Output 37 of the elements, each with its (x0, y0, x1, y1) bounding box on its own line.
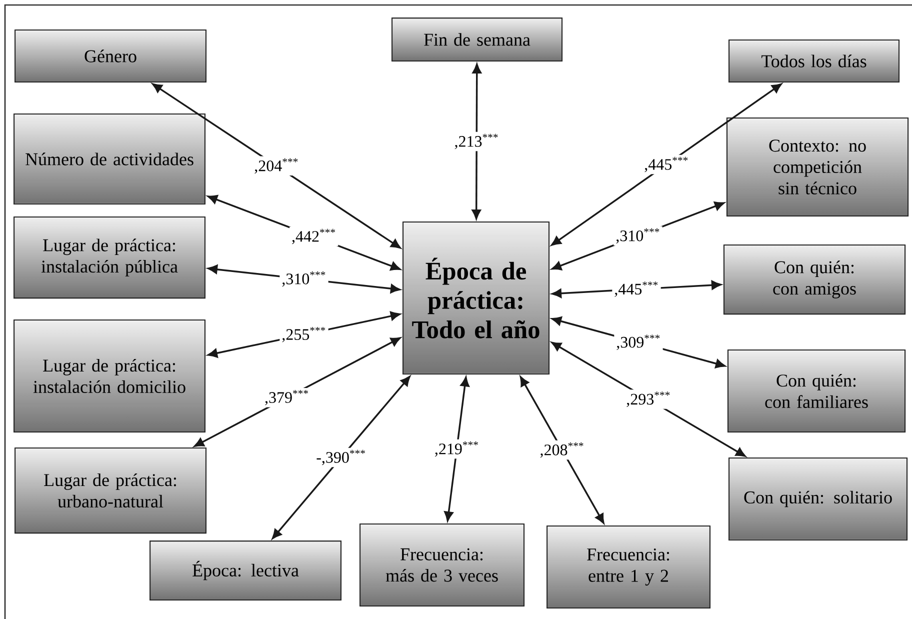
edge-label: ,310$^{***}$ (614, 226, 662, 246)
variable-box: Frecuencia: entre 1 y 2 (546, 525, 710, 609)
variable-box: Género (14, 29, 206, 83)
edge-label: ,204$^{***}$ (252, 156, 301, 176)
arrow (520, 376, 604, 524)
variable-box: Contexto: no competición sin técnico (726, 117, 909, 217)
edge-label: ,208$^{***}$ (538, 440, 586, 460)
variable-box: Número de actividades (14, 113, 206, 205)
variable-box: Con quién: con amigos (723, 244, 906, 315)
edge-label: ,310$^{***}$ (280, 269, 328, 289)
edge-label: ,445$^{***}$ (612, 280, 661, 299)
variable-box: Lugar de práctica: instalación domicilio (14, 319, 206, 433)
arrow (551, 342, 746, 457)
edge-label: ,379$^{***}$ (262, 388, 312, 408)
variable-box: Con quién: solitario (728, 457, 908, 541)
arrow (472, 64, 482, 220)
variable-box: Todos los días (728, 39, 900, 83)
variable-box: Lugar de práctica: urbano-natural (14, 447, 206, 534)
edge-label: ,442$^{***}$ (290, 226, 338, 246)
variable-box: Época: lectiva (150, 540, 342, 600)
variable-box: Fin de semana (391, 18, 563, 62)
variable-box: Frecuencia: más de 3 veces (359, 523, 525, 607)
edge-label: ,293$^{***}$ (624, 390, 673, 409)
variable-box: Con quién: con familiares (727, 349, 906, 433)
edge-label: ,255$^{***}$ (280, 324, 328, 344)
edge-label: ,445$^{***}$ (642, 154, 691, 174)
arrow (551, 83, 782, 246)
arrow (272, 376, 410, 540)
central-box: Época de práctica: Todo el año (402, 221, 550, 375)
edge-label: ,309$^{***}$ (614, 332, 663, 352)
variable-box: Lugar de práctica: instalación pública (14, 216, 206, 299)
arrow (444, 376, 470, 522)
arrow (194, 337, 401, 447)
edge-label: ,213$^{***}$ (452, 132, 501, 152)
edge-label: ,219$^{***}$ (432, 439, 482, 459)
arrow (152, 83, 401, 249)
edge-label: -,390$^{***}$ (314, 448, 368, 468)
